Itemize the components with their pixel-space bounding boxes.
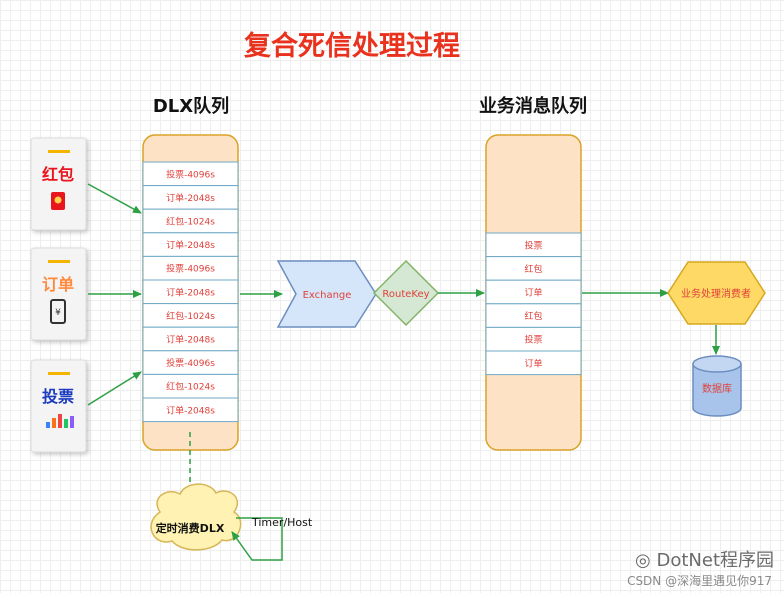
diagram-title: 复合死信处理过程 [244, 30, 460, 62]
arrow-vote-to-dlx [87, 371, 142, 406]
wechat-icon: ◎ [635, 550, 651, 571]
bar-chart-icon [46, 414, 74, 428]
dlx-queue-heading: DLX队列 [153, 95, 229, 117]
business-queue-item: 订单 [485, 350, 582, 376]
source-label: 订单 [42, 275, 74, 294]
business-queue-item: 订单 [485, 279, 582, 305]
dlx-queue: 投票-4096s 订单-2048s 红包-1024s 订单-2048s 投票-4096s… [142, 134, 239, 451]
dlx-queue-item-label: 红包-1024s [166, 310, 215, 322]
business-queue-heading: 业务消息队列 [479, 95, 587, 117]
business-queue-item: 投票 [485, 232, 582, 258]
database-label: 数据库 [702, 382, 732, 395]
routekey-label: RouteKey [382, 289, 429, 300]
source-card-vote: 投票 [30, 359, 87, 453]
mobile-pay-icon: ¥ [50, 299, 66, 324]
dlx-queue-item: 订单-2048s [142, 326, 239, 352]
dlx-queue-item-label: 投票-4096s [166, 168, 215, 180]
watermark-logo: ◎ DotNet程序园 [635, 546, 774, 572]
dlx-queue-item-label: 投票-4096s [166, 357, 215, 369]
exchange-label: Exchange [303, 290, 352, 301]
business-queue-item-label: 红包 [524, 310, 542, 322]
arrow-red-envelope-to-dlx [87, 183, 142, 214]
source-card-order: 订单 ¥ [30, 247, 87, 341]
business-queue-item-label: 订单 [524, 287, 542, 299]
business-queue-item: 红包 [485, 256, 582, 281]
dlx-queue-item-label: 订单-2048s [166, 192, 215, 204]
dlx-queue-item-label: 红包-1024s [166, 216, 215, 228]
dlx-queue-item: 订单-2048s [142, 279, 239, 305]
source-label: 投票 [42, 387, 74, 406]
dlx-queue-item-label: 订单-2048s [166, 334, 215, 346]
dlx-queue-item-label: 订单-2048s [166, 239, 215, 251]
dlx-queue-item-label: 订单-2048s [166, 404, 215, 416]
consumer-label: 业务处理消费者 [681, 287, 751, 300]
dlx-queue-item: 订单-2048s [142, 397, 239, 423]
routekey-node: RouteKey [372, 259, 440, 327]
exchange-node: Exchange [276, 260, 377, 328]
dlx-queue-item: 红包-1024s [142, 373, 239, 399]
timer-host-loop-arrow [231, 517, 283, 561]
dlx-queue-item-label: 订单-2048s [166, 286, 215, 298]
dlx-queue-item: 投票-4096s [142, 161, 239, 187]
red-envelope-icon [51, 192, 65, 210]
business-queue-item: 红包 [485, 303, 582, 328]
timer-host-label: Timer/Host [251, 516, 313, 529]
dlx-queue-item: 订单-2048s [142, 185, 239, 210]
source-card-red-envelope: 红包 [30, 137, 87, 231]
business-queue-item-label: 红包 [524, 263, 542, 275]
business-queue-item-label: 投票 [524, 334, 542, 346]
timer-consumer-cloud: 定时消费DLX [150, 483, 242, 551]
dlx-queue-item: 投票-4096s [142, 255, 239, 281]
svg-text:¥: ¥ [55, 308, 61, 318]
dlx-queue-item: 投票-4096s [142, 350, 239, 375]
business-consumer-node: 业务处理消费者 [667, 261, 766, 325]
dlx-queue-item: 红包-1024s [142, 303, 239, 328]
business-queue-item-label: 投票 [524, 239, 542, 251]
timer-consumer-label: 定时消费DLX [156, 521, 225, 535]
dlx-queue-item-label: 投票-4096s [166, 263, 215, 275]
watermark-text: DotNet程序园 [656, 550, 774, 571]
business-queue-item-label: 订单 [524, 357, 542, 369]
business-queue-item: 投票 [485, 326, 582, 352]
dlx-queue-item: 订单-2048s [142, 232, 239, 257]
database-node: 数据库 [692, 355, 742, 417]
dlx-queue-item: 红包-1024s [142, 208, 239, 234]
watermark-source: CSDN @深海里遇见你917 [627, 574, 772, 588]
dlx-queue-item-label: 红包-1024s [166, 381, 215, 393]
source-label: 红包 [42, 165, 74, 184]
